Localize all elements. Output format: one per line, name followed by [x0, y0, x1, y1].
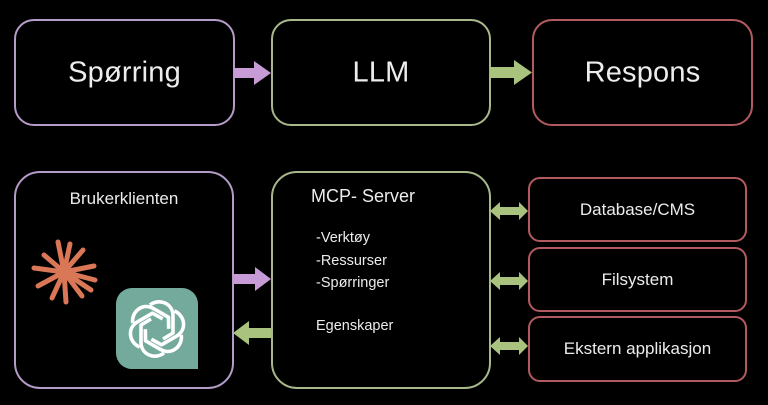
arrow-llm-to-response: [490, 60, 532, 85]
response-box: Respons: [532, 19, 753, 126]
database-cms-box: Database/CMS: [528, 177, 747, 242]
arrow-mcp-to-client: [233, 321, 271, 345]
llm-box: LLM: [271, 19, 491, 126]
mcp-capability-item: -Spørringer: [316, 275, 390, 291]
mcp-properties-label: Egenskaper: [316, 318, 394, 334]
external-app-box: Ekstern applikasjon: [528, 316, 747, 382]
external-app-label: Ekstern applikasjon: [563, 339, 712, 358]
arrow-mcp-filesystem-bidirectional: [490, 272, 528, 290]
claude-icon: [31, 239, 98, 305]
arrow-query-to-llm: [234, 61, 271, 85]
arrow-mcp-database-bidirectional: [490, 202, 528, 220]
arrow-client-to-mcp: [233, 267, 271, 291]
filesystem-label: Filsystem: [601, 269, 674, 289]
filesystem-box: Filsystem: [528, 247, 747, 312]
arrow-mcp-external-app-bidirectional: [490, 337, 528, 355]
mcp-capabilities-list: -Verktøy -Ressurser -Spørringer: [316, 227, 389, 295]
chatgpt-icon: [116, 288, 198, 369]
mcp-server-box: MCP- Server -Verktøy -Ressurser -Spørrin…: [271, 171, 491, 389]
llm-label: LLM: [352, 56, 410, 88]
query-label: Spørring: [68, 56, 181, 88]
openai-knot-icon: [128, 300, 186, 358]
mcp-server-title: MCP- Server: [311, 186, 416, 206]
mcp-capability-item: -Ressurser: [316, 252, 387, 269]
database-cms-label: Database/CMS: [579, 199, 696, 219]
query-box: Spørring: [14, 19, 235, 126]
response-label: Respons: [584, 56, 701, 88]
mcp-capability-item: -Verktøy: [316, 230, 370, 246]
client-title: Brukerklienten: [69, 189, 179, 208]
